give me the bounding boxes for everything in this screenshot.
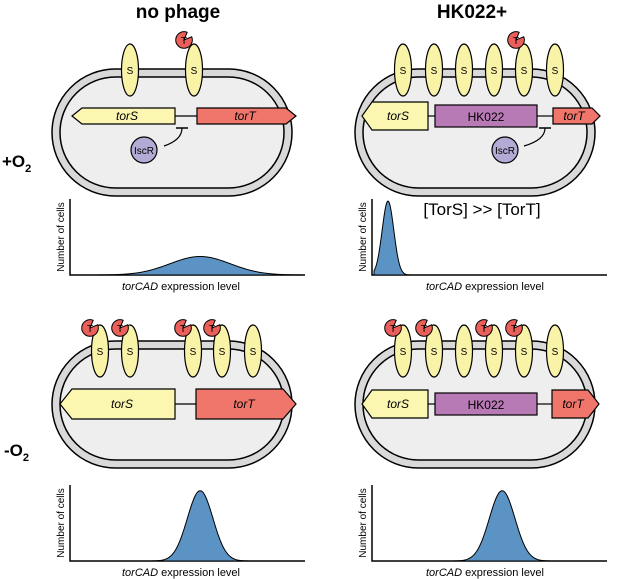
tort-bound-label: T — [511, 324, 517, 335]
tort-gene-label: torT — [234, 109, 257, 123]
receptor-label: S — [97, 347, 104, 358]
cell-hk022-anaerobic: S S S S S S T T T T torS HK022 torT — [354, 316, 600, 469]
row-label-aerobic-subscript: 2 — [25, 163, 31, 175]
receptor-label: S — [190, 347, 197, 358]
y-axis-label: Number of cells — [358, 202, 369, 271]
column-title-hk022: HK022+ — [437, 2, 507, 23]
tort-bound-label: T — [209, 324, 215, 335]
tors-gene-label: torS — [387, 397, 409, 411]
tors-gene-label: torS — [387, 109, 409, 123]
plot-hk022-anaerobic: Number of cells torCAD expression level — [358, 484, 608, 579]
y-axis-label: Number of cells — [358, 488, 369, 557]
tort-bound-label: T — [117, 324, 123, 335]
row-label-aerobic: +O2 — [2, 152, 31, 175]
x-axis-label: torCAD expression level — [426, 567, 544, 579]
tort-gene-label: torT — [563, 109, 586, 123]
repression-arrow — [163, 127, 183, 147]
tort-bound-label: T — [181, 36, 187, 47]
receptor-label: S — [400, 66, 407, 77]
receptor-label: S — [250, 347, 257, 358]
tort-bound-label: T — [421, 324, 427, 335]
receptor-label: S — [400, 347, 407, 358]
receptor-label: S — [191, 66, 198, 77]
row-label-anaerobic-subscript: 2 — [23, 452, 29, 464]
receptor-label: S — [219, 347, 226, 358]
tort-gene — [196, 107, 297, 125]
repression-arrow — [523, 127, 546, 147]
receptor-label: S — [491, 66, 498, 77]
row-label-anaerobic-sign: -O — [4, 441, 23, 460]
plot-no-phage-aerobic: Number of cells torCAD expression level — [56, 198, 306, 293]
plot-no-phage-anaerobic: Number of cells torCAD expression level — [56, 484, 306, 579]
ratio-note: [TorS] >> [TorT] — [423, 200, 540, 219]
tort-bound-label: T — [390, 324, 396, 335]
cell-membrane — [51, 68, 293, 197]
receptor-label: S — [431, 66, 438, 77]
x-axis-label-gene: torCAD — [426, 281, 462, 293]
receptor-label: S — [461, 347, 468, 358]
receptor-label: S — [127, 347, 134, 358]
column-title-no-phage: no phage — [136, 2, 220, 23]
hk022-gene-label: HK022 — [468, 398, 505, 412]
tort-bound-label: T — [180, 324, 186, 335]
x-axis-label-gene: torCAD — [122, 567, 158, 579]
receptor-label: S — [431, 347, 438, 358]
plot-hk022-aerobic: Number of cells torCAD expression level — [358, 198, 608, 293]
iscr-protein — [491, 136, 519, 164]
x-axis-label-gene: torCAD — [426, 567, 462, 579]
y-axis-label: Number of cells — [56, 488, 67, 557]
iscr-label: IscR — [134, 146, 154, 157]
tort-bound-label: T — [481, 324, 487, 335]
receptor-label: S — [461, 66, 468, 77]
x-axis-label: torCAD expression level — [122, 567, 240, 579]
x-axis-label-text: expression level — [158, 567, 240, 579]
iscr-protein — [130, 136, 158, 164]
receptor-label: S — [552, 66, 559, 77]
tort-bound-label: T — [513, 36, 519, 47]
distribution-curve — [71, 255, 306, 276]
receptor-label: S — [127, 66, 134, 77]
receptor-label: S — [521, 347, 528, 358]
tort-gene — [195, 388, 297, 420]
tort-gene — [552, 107, 601, 125]
tort-bound-label: T — [87, 324, 93, 335]
x-axis-label: torCAD expression level — [426, 281, 544, 293]
tort-gene-label: torT — [233, 397, 256, 411]
tort-gene-label: torT — [562, 397, 585, 411]
cell-hk022-aerobic: S S S S S S T torS HK022 torT IscR — [354, 28, 601, 197]
x-axis-label-gene: torCAD — [122, 281, 158, 293]
tors-gene-label: torS — [111, 397, 133, 411]
tort-gene — [551, 389, 600, 419]
distribution-curve — [373, 200, 607, 276]
distribution-curve — [374, 490, 607, 562]
receptor-label: S — [491, 347, 498, 358]
iscr-label: IscR — [495, 146, 515, 157]
receptor-label: S — [521, 66, 528, 77]
row-label-aerobic-sign: +O — [2, 152, 25, 171]
x-axis-label-text: expression level — [158, 281, 240, 293]
cell-no-phage-aerobic: S S T torS torT IscR — [51, 28, 297, 197]
hk022-gene-label: HK022 — [468, 110, 505, 124]
x-axis-label-text: expression level — [462, 281, 544, 293]
tors-gene-label: torS — [116, 109, 138, 123]
receptor-label: S — [552, 347, 559, 358]
x-axis-label-text: expression level — [462, 567, 544, 579]
cell-no-phage-anaerobic: S S S S S T T T T torS torT — [51, 316, 297, 469]
x-axis-label: torCAD expression level — [122, 281, 240, 293]
distribution-curve — [72, 490, 305, 562]
y-axis-label: Number of cells — [56, 202, 67, 271]
row-label-anaerobic: -O2 — [4, 441, 29, 464]
